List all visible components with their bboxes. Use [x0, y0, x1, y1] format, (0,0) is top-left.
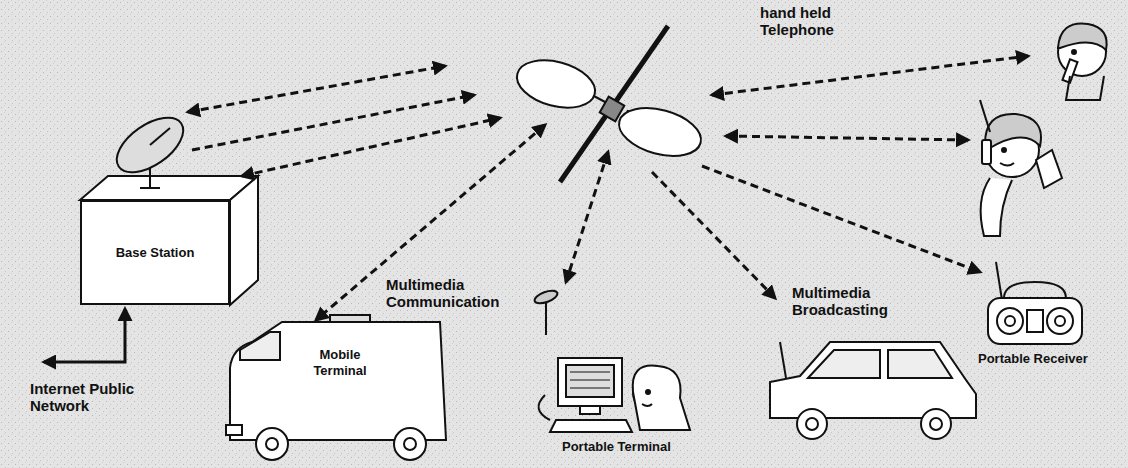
network-label: Internet Public Network [30, 380, 138, 415]
node-text: Mobile Terminal [296, 347, 384, 378]
van-side-panel: Mobile Terminal [290, 336, 390, 390]
node-text: Base Station [116, 245, 195, 261]
device-label: hand held Telephone [760, 4, 870, 39]
portable-radio [988, 262, 1082, 344]
base-station-box: Base Station [80, 200, 230, 305]
car [770, 342, 976, 439]
service-label: Multimedia Communication [386, 276, 511, 311]
network-arrow [44, 309, 125, 362]
portable-terminal [533, 288, 690, 432]
base-station-drawing [80, 107, 258, 305]
satellite [512, 26, 707, 182]
van [226, 315, 446, 460]
service-label: Multimedia Broadcasting [792, 284, 917, 319]
radio-links [188, 56, 1028, 320]
device-label: Portable Receiver [978, 352, 1118, 367]
phone-users [980, 24, 1107, 237]
device-label: Portable Terminal [562, 440, 712, 455]
